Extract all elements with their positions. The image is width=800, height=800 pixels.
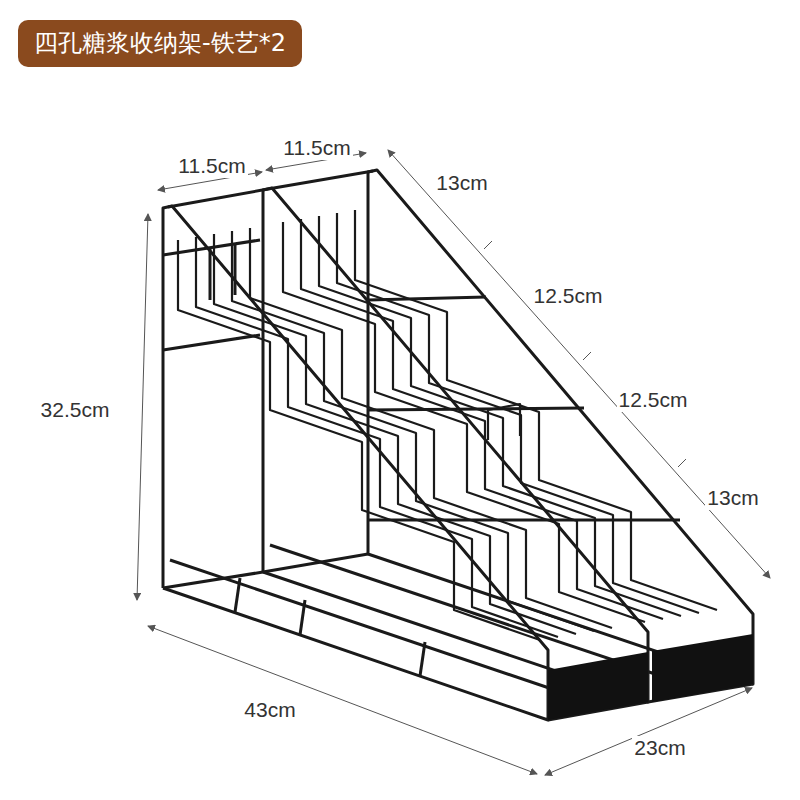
front-plate	[652, 634, 753, 702]
dimension-label: 12.5cm	[532, 284, 605, 307]
dimension-label: 11.5cm	[281, 136, 352, 159]
step-wires	[178, 210, 717, 640]
dimension-label: 32.5cm	[39, 398, 112, 421]
wire-rack	[163, 170, 753, 720]
dimension-label: 13cm	[705, 486, 760, 509]
dimension-label: 23cm	[632, 736, 687, 759]
dimension-label: 12.5cm	[617, 388, 690, 411]
front-plate	[548, 652, 648, 720]
title-banner: 四孔糖浆收纳架-铁艺*2	[18, 20, 302, 67]
dimension-label: 13cm	[434, 171, 489, 194]
dimension-label: 43cm	[242, 698, 297, 721]
dimension-label: 11.5cm	[176, 154, 247, 177]
dimension-lines	[137, 150, 770, 775]
